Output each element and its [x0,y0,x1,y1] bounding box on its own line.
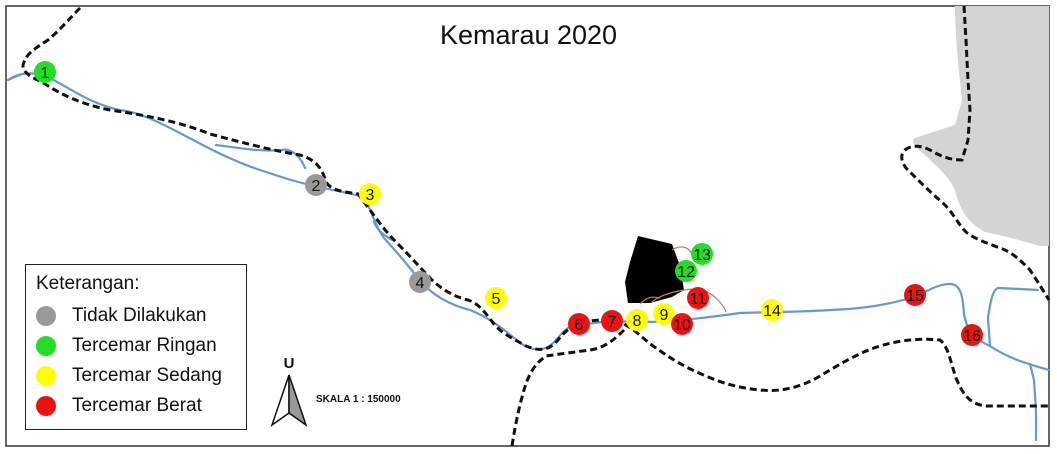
station-7: 7 [601,310,623,332]
station-label: 15 [906,288,924,305]
north-arrow-icon [270,374,308,427]
legend-box: Keterangan: Tidak Dilakukan Tercemar Rin… [25,264,247,430]
station-marker [359,183,381,205]
station-marker [904,284,926,306]
station-2: 2 [305,174,327,196]
station-marker [687,287,709,309]
boundary-line [21,5,1051,447]
station-marker [961,324,983,346]
scale-text: SKALA 1 : 150000 [316,394,401,405]
station-marker [671,313,693,335]
station-label: 1 [41,65,50,82]
north-arrow-letter: U [283,355,295,372]
legend-dot-tercemar-sedang [36,366,56,386]
sea-area [913,6,1049,246]
station-label: 10 [673,317,691,334]
station-6: 6 [568,313,590,335]
station-label: 6 [575,317,584,334]
station-14: 14 [761,299,783,321]
legend-item-tidak-dilakukan: Tidak Dilakukan [36,301,236,331]
station-label: 4 [416,275,425,292]
station-label: 13 [693,247,711,264]
station-3: 3 [359,183,381,205]
station-label: 8 [633,313,642,330]
station-label: 9 [660,307,669,324]
station-marker [691,243,713,265]
legend-item-tercemar-berat: Tercemar Berat [36,391,236,421]
station-16: 16 [961,324,983,346]
legend-title: Keterangan: [36,273,140,294]
legend-label: Tercemar Sedang [72,365,222,386]
station-10: 10 [671,313,693,335]
station-1: 1 [34,61,56,83]
legend-label: Tercemar Berat [72,395,202,416]
legend-dot-tercemar-berat [36,396,56,416]
station-marker [675,260,697,282]
north-arrow: U [264,355,314,429]
station-marker [305,174,327,196]
station-marker [761,299,783,321]
station-label: 11 [690,291,707,308]
station-marker [34,61,56,83]
station-marker [409,271,431,293]
station-8: 8 [626,309,648,331]
station-marker [601,310,623,332]
station-label: 14 [763,303,781,320]
legend-item-tercemar-ringan: Tercemar Ringan [36,331,236,361]
station-9: 9 [653,303,675,325]
legend-item-tercemar-sedang: Tercemar Sedang [36,361,236,391]
station-marker [485,287,507,309]
station-label: 7 [608,314,617,331]
station-label: 2 [312,178,321,195]
station-marker [626,309,648,331]
map-title: Kemarau 2020 [439,20,618,50]
station-4: 4 [409,271,431,293]
station-11: 11 [687,287,709,309]
station-15: 15 [904,284,926,306]
station-label: 16 [963,328,981,345]
station-marker [653,303,675,325]
station-12: 12 [675,260,697,282]
station-13: 13 [691,243,713,265]
legend-label: Tidak Dilakukan [72,305,207,326]
station-marker [568,313,590,335]
station-label: 5 [492,291,501,308]
station-label: 12 [677,264,695,281]
legend-dot-tercemar-ringan [36,336,56,356]
legend-dot-tidak-dilakukan [36,306,56,326]
legend-label: Tercemar Ringan [72,335,217,356]
station-5: 5 [485,287,507,309]
urban-area [625,236,684,303]
station-label: 3 [366,187,375,204]
